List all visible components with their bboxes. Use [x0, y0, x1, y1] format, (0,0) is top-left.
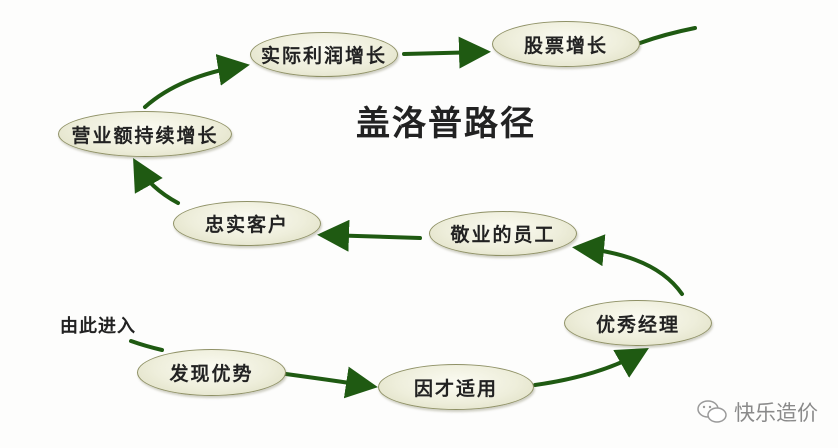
watermark-text: 快乐造价 [734, 401, 818, 425]
node-revenue: 营业额持续增长 [58, 111, 232, 157]
node-customer: 忠实客户 [173, 201, 321, 246]
node-label: 发现优势 [169, 363, 254, 385]
diagram-title: 盖洛普路径 [356, 104, 536, 144]
arrow-manager-employee [572, 234, 684, 296]
node-label: 实际利润增长 [260, 45, 387, 67]
node-stock: 股票增长 [492, 21, 640, 67]
arrow-revenue-profit [143, 54, 250, 109]
wechat-icon [697, 400, 727, 423]
node-fit: 因才适用 [378, 364, 534, 410]
watermark: 快乐造价 [696, 397, 818, 427]
node-label: 营业额持续增长 [71, 124, 219, 147]
node-employee: 敬业的员工 [429, 211, 577, 256]
node-label: 因才适用 [413, 377, 498, 400]
node-label: 忠实客户 [204, 214, 289, 236]
arrow-employee-customer [317, 219, 422, 252]
arrow-stock-continue [638, 26, 697, 45]
arrow-customer-revenue [133, 158, 180, 205]
node-profit: 实际利润增长 [250, 32, 398, 77]
arrow-fit-manager [533, 348, 649, 387]
node-label: 优秀经理 [595, 313, 680, 336]
arrow-discover-fit [284, 366, 378, 399]
node-label: 敬业的员工 [450, 224, 556, 246]
entry-label: 由此进入 [60, 316, 136, 337]
node-label: 股票增长 [523, 34, 608, 57]
node-discover: 发现优势 [137, 349, 286, 396]
arrow-profit-stock [402, 36, 491, 69]
entry-arrow [129, 339, 164, 352]
node-manager: 优秀经理 [564, 300, 712, 346]
